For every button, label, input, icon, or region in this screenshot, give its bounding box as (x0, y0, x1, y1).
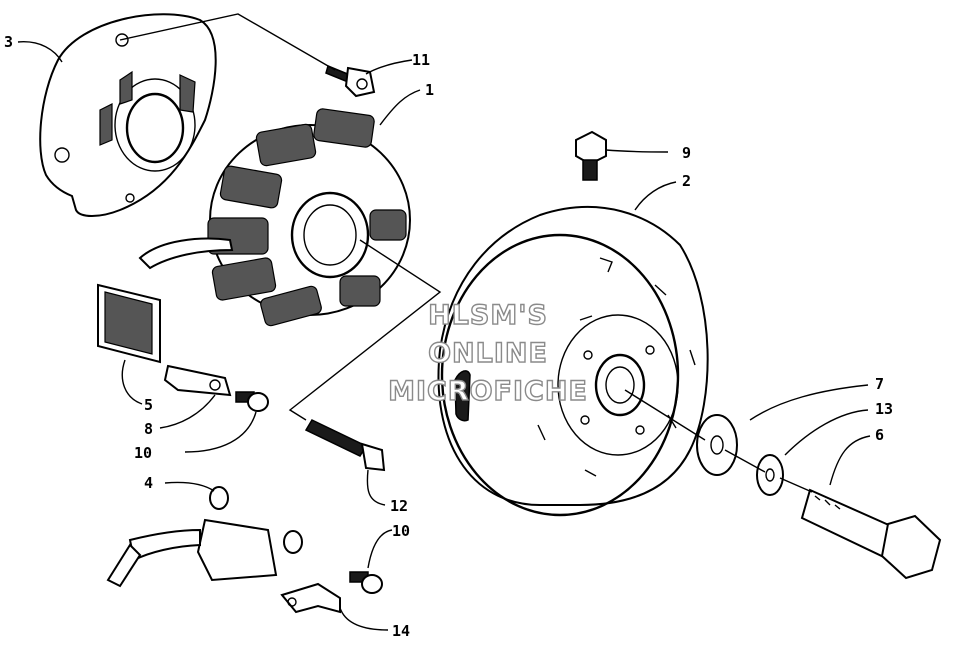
callout-1: 1 (425, 81, 434, 99)
leader-lines (17, 41, 871, 631)
filter-5 (97, 283, 161, 364)
screw-10-upper (235, 391, 269, 412)
bolt-12 (304, 419, 386, 472)
callout-7: 7 (875, 375, 884, 393)
callout-6: 6 (875, 426, 884, 444)
bracket-14 (280, 582, 341, 614)
callout-10-upper: 10 (134, 444, 152, 462)
stator-assembly (138, 108, 411, 327)
bolt-9 (575, 130, 607, 181)
callout-9: 9 (682, 144, 691, 162)
callout-5: 5 (144, 396, 153, 414)
clamp-8 (163, 364, 232, 397)
reference-lines (119, 13, 813, 493)
flywheel (437, 206, 709, 517)
callout-14: 14 (392, 622, 410, 640)
flywheel-bolt-6 (800, 488, 942, 580)
watermark-line-2: ONLINE (428, 338, 548, 369)
watermark-line-3: MICROFICHE (388, 376, 588, 407)
callout-11: 11 (412, 51, 430, 69)
callout-4: 4 (144, 474, 153, 492)
watermark: HLSM'S ONLINE MICROFICHE (387, 299, 588, 407)
regulator-4 (106, 486, 303, 588)
callout-8: 8 (144, 420, 153, 438)
lock-washer-13 (756, 454, 784, 496)
screw-10-lower (349, 571, 383, 594)
washer-7 (696, 414, 738, 476)
bolt-11 (325, 64, 376, 98)
stator-cover-plate (39, 13, 217, 217)
callout-2: 2 (682, 172, 691, 190)
callout-10-lower: 10 (392, 522, 410, 540)
callout-13: 13 (875, 400, 893, 418)
watermark-line-1: HLSM'S (428, 300, 548, 331)
callout-3: 3 (4, 33, 13, 51)
callout-labels: 3 11 1 9 2 5 8 10 7 13 6 4 12 10 14 (4, 33, 893, 640)
callout-12: 12 (390, 497, 408, 515)
